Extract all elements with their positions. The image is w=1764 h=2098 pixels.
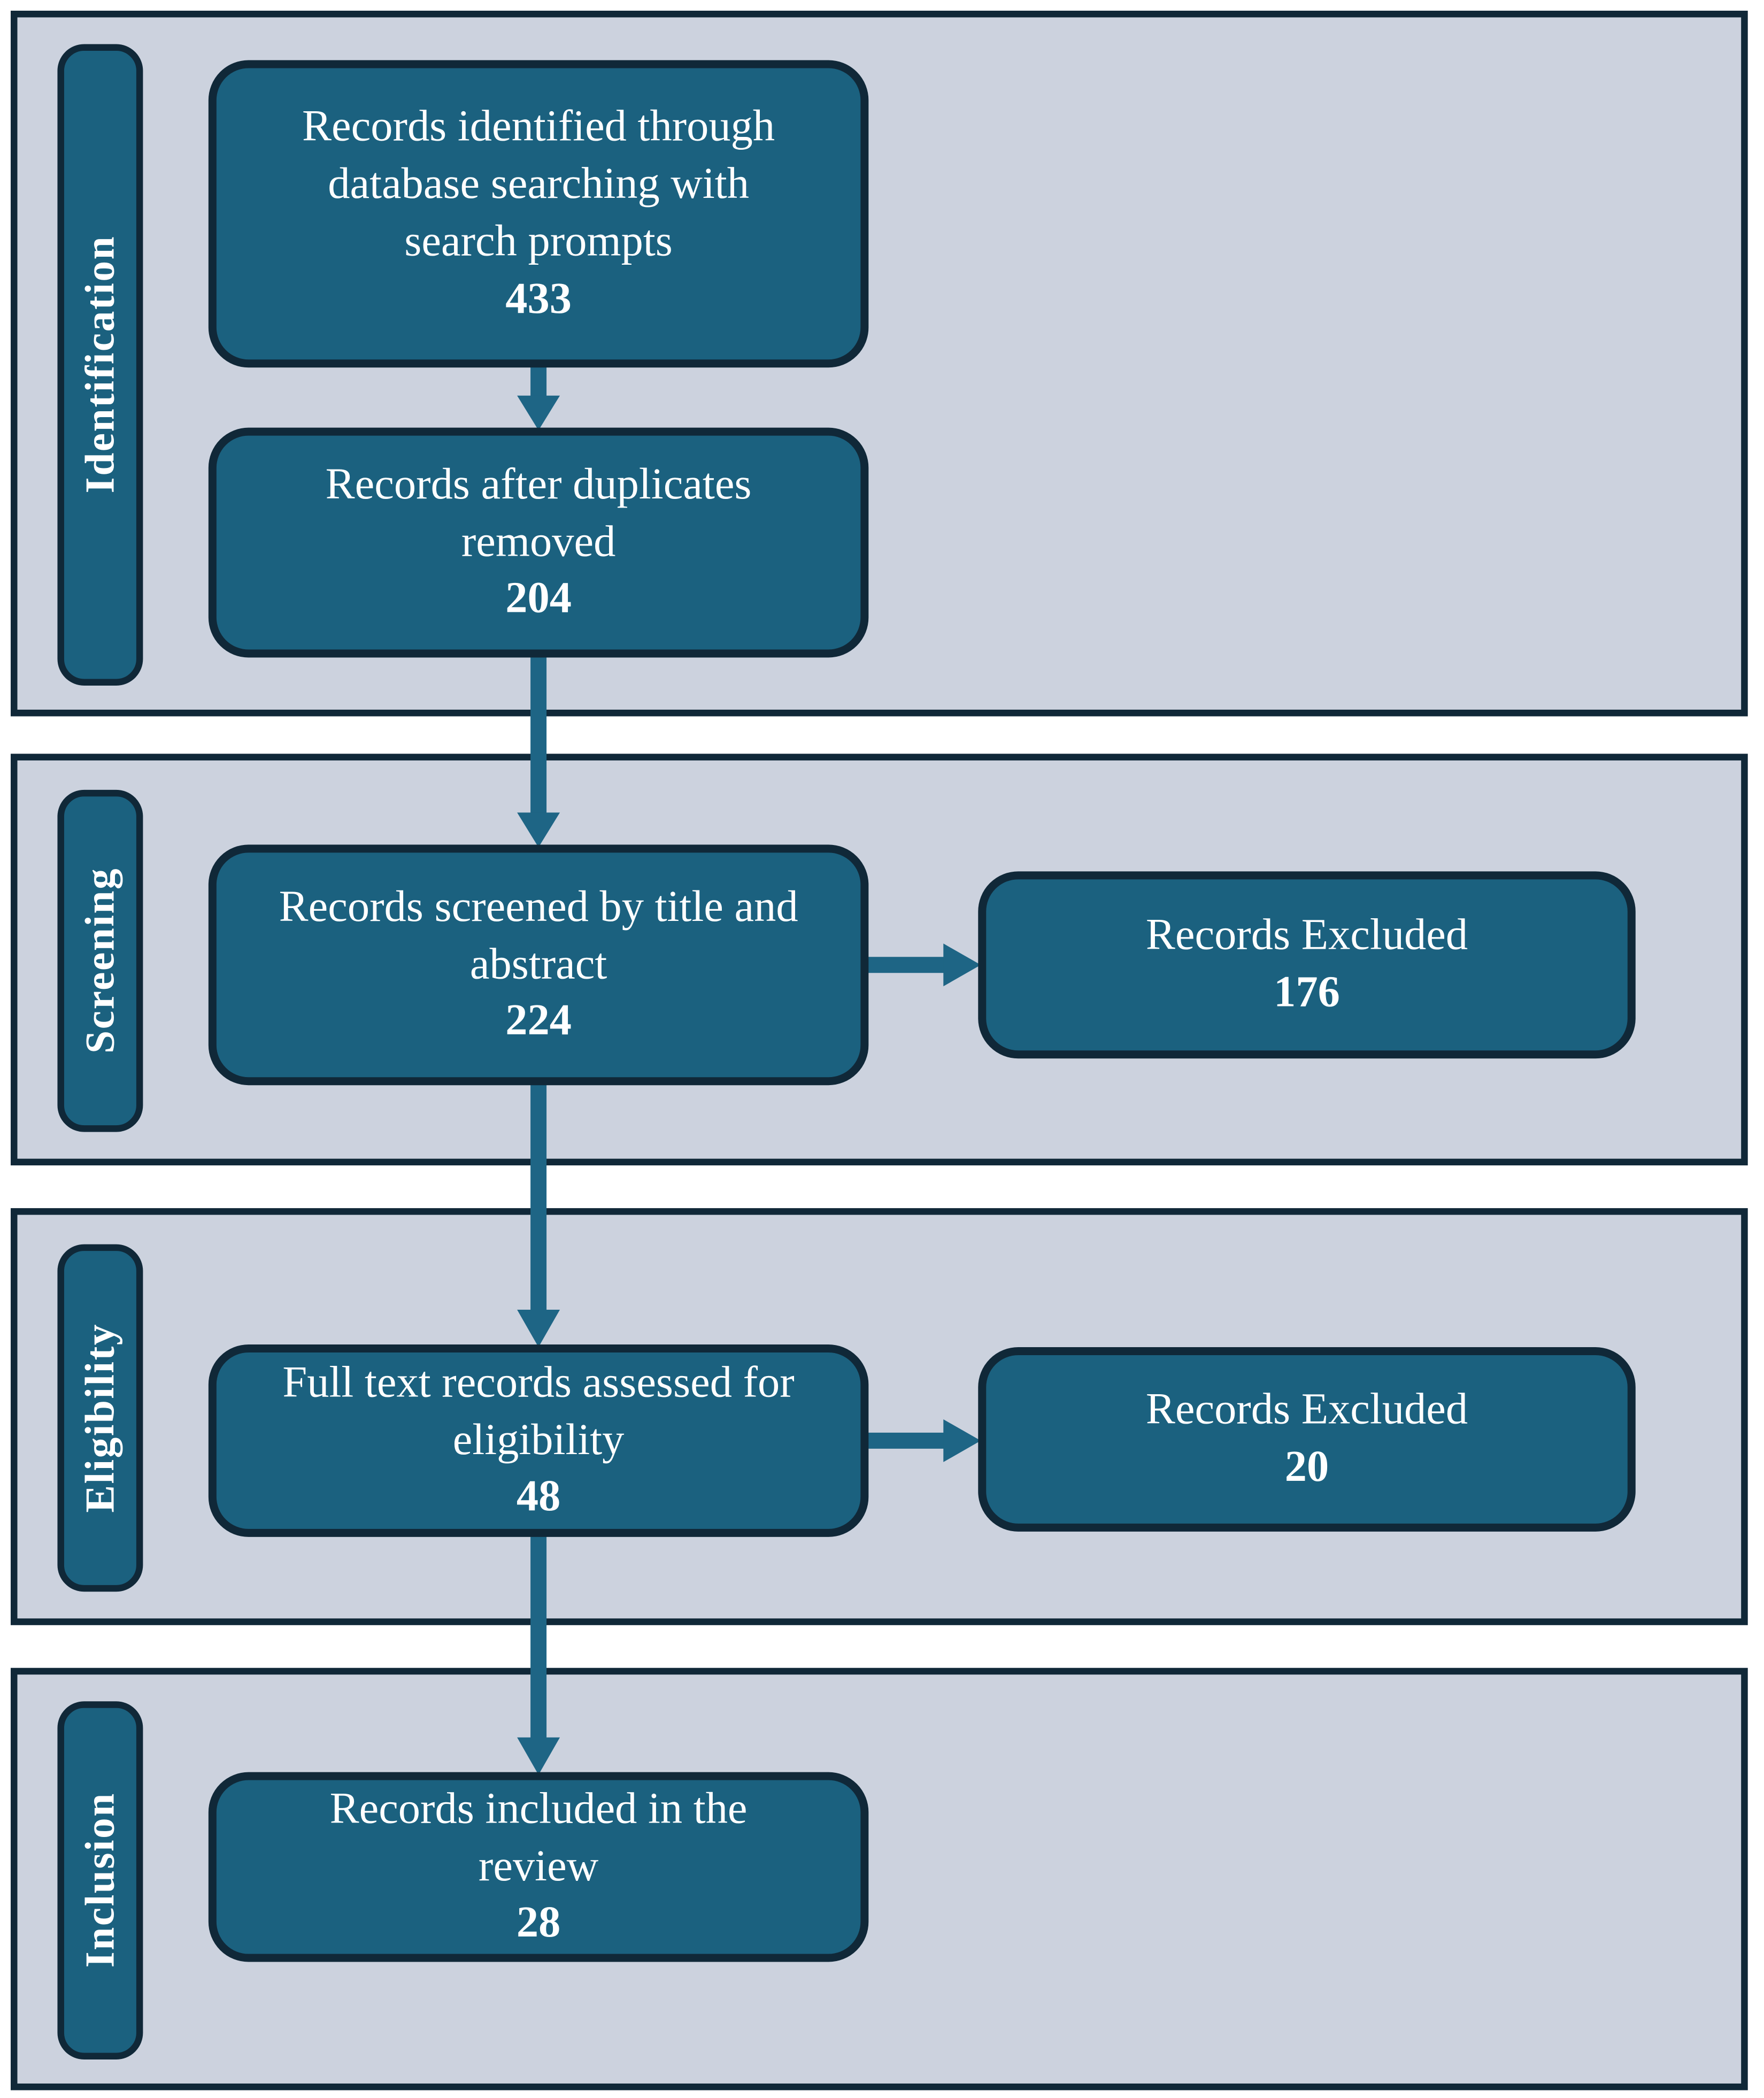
node-count: 176 [1274, 969, 1340, 1017]
node-count: 204 [505, 575, 572, 624]
stage-pill-eligibility: Eligibility [57, 1244, 143, 1592]
node-fulltext-assessed: Full text records assessed for eligibili… [208, 1344, 869, 1537]
stage-pill-inclusion: Inclusion [57, 1701, 143, 2059]
node-count: 28 [516, 1900, 561, 1948]
node-text-line: Full text records assessed for [282, 1358, 795, 1407]
node-text-line: Records included in the [329, 1785, 748, 1833]
node-count: 224 [505, 997, 572, 1046]
node-text-line: search prompts [404, 218, 673, 266]
node-text-line: Records identified through [302, 103, 775, 151]
stage-pill-identification: Identification [57, 44, 143, 686]
node-records-identified: Records identified through database sear… [208, 60, 869, 368]
stage-pill-screening: Screening [57, 789, 143, 1132]
node-count: 433 [505, 275, 572, 324]
node-records-excluded-screening: Records Excluded 176 [978, 871, 1636, 1059]
node-text-line: Records after duplicates [325, 460, 752, 509]
stage-label-screening: Screening [76, 867, 123, 1054]
node-text-line: eligibility [452, 1416, 625, 1464]
node-text-line: review [478, 1842, 599, 1890]
node-text-line: abstract [469, 940, 607, 989]
node-count: 20 [1284, 1443, 1329, 1492]
node-records-included: Records included in the review 28 [208, 1772, 869, 1962]
node-text-line: Records Excluded [1145, 911, 1468, 960]
node-text-line: Records Excluded [1145, 1386, 1468, 1434]
node-records-after-duplicates-removed: Records after duplicates removed 204 [208, 427, 869, 658]
stage-label-eligibility: Eligibility [76, 1323, 123, 1513]
node-text-line: Records screened by title and [279, 882, 798, 931]
stage-label-inclusion: Inclusion [76, 1792, 123, 1969]
node-text-line: removed [461, 518, 616, 566]
node-count: 48 [516, 1473, 561, 1521]
node-records-screened: Records screened by title and abstract 2… [208, 844, 869, 1086]
node-text-line: database searching with [328, 160, 749, 209]
stage-label-identification: Identification [76, 235, 123, 494]
node-records-excluded-eligibility: Records Excluded 20 [978, 1347, 1636, 1532]
